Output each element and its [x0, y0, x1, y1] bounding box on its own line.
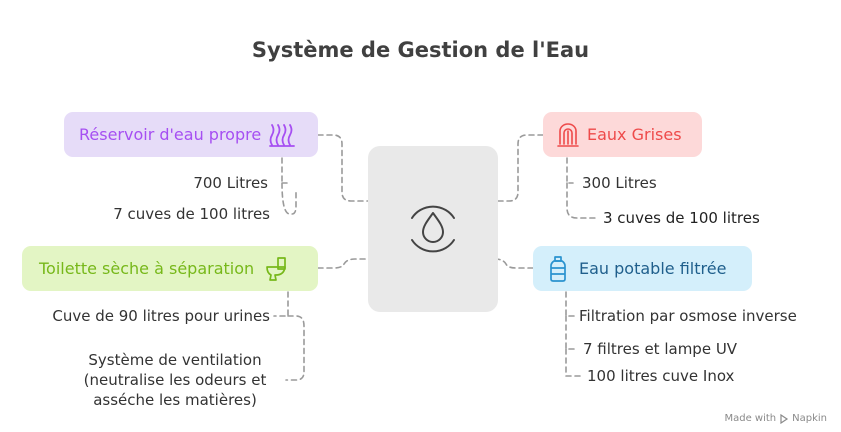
branch-grises: Eaux Grises — [543, 112, 702, 157]
reservoir-detail-2: 7 cuves de 100 litres — [113, 205, 270, 223]
diagram-title: Système de Gestion de l'Eau — [251, 38, 590, 62]
branch-toilette: Toilette sèche à séparation — [22, 246, 318, 291]
branch-potable: Eau potable filtrée — [533, 246, 752, 291]
grises-detail-1: 300 Litres — [582, 174, 657, 192]
branch-reservoir-label: Réservoir d'eau propre — [79, 125, 262, 144]
link-reservoir-details — [281, 157, 297, 215]
center-hub — [368, 146, 498, 312]
dripping-tank-icon — [557, 122, 579, 147]
link-potable — [494, 258, 534, 269]
water-drop-icon — [411, 205, 455, 253]
link-toilette-details — [273, 291, 305, 381]
footer-brand: Napkin — [792, 413, 827, 424]
napkin-logo-icon — [780, 413, 789, 424]
potable-detail-1: Filtration par osmose inverse — [579, 307, 797, 325]
branch-toilette-label: Toilette sèche à séparation — [39, 259, 255, 278]
footer-made-with: Made with — [724, 413, 777, 424]
reservoir-detail-1: 700 Litres — [193, 174, 268, 192]
toilette-detail-1: Cuve de 90 litres pour urines — [52, 307, 270, 325]
link-potable-details — [565, 291, 585, 377]
toilette-detail-2: Système de ventilation (neutralise les o… — [83, 351, 267, 409]
water-bottle-icon — [550, 255, 566, 282]
potable-detail-3: 100 litres cuve Inox — [587, 367, 735, 385]
branch-reservoir: Réservoir d'eau propre — [64, 112, 318, 157]
grises-detail-2: 3 cuves de 100 litres — [603, 209, 760, 227]
branch-potable-label: Eau potable filtrée — [579, 259, 727, 278]
napkin-footer: Made with Napkin — [724, 413, 827, 424]
link-toilette — [317, 258, 369, 269]
toilet-icon — [266, 256, 287, 281]
branch-grises-label: Eaux Grises — [587, 125, 682, 144]
potable-detail-2: 7 filtres et lampe UV — [583, 340, 738, 358]
water-waves-icon — [269, 123, 296, 147]
link-reservoir — [317, 134, 369, 202]
link-grises — [497, 134, 544, 202]
link-grises-details — [566, 157, 597, 219]
